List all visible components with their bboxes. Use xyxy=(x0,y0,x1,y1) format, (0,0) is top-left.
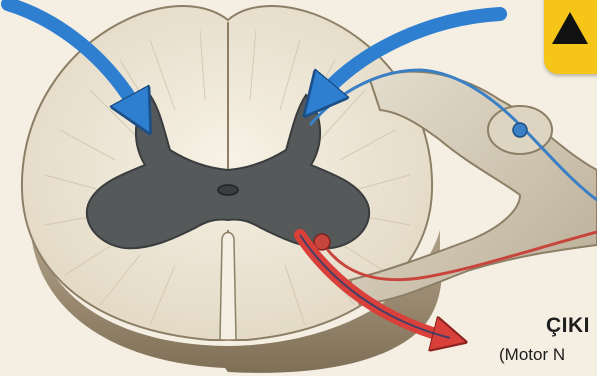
warning-triangle-icon xyxy=(550,10,590,46)
central-canal xyxy=(218,185,238,195)
anterior-median-fissure xyxy=(220,233,236,341)
warning-badge xyxy=(544,0,597,74)
output-label-subtitle: (Motor N xyxy=(499,345,565,365)
sensory-neuron-body xyxy=(513,123,527,137)
output-label-title: ÇIKI xyxy=(546,314,590,338)
